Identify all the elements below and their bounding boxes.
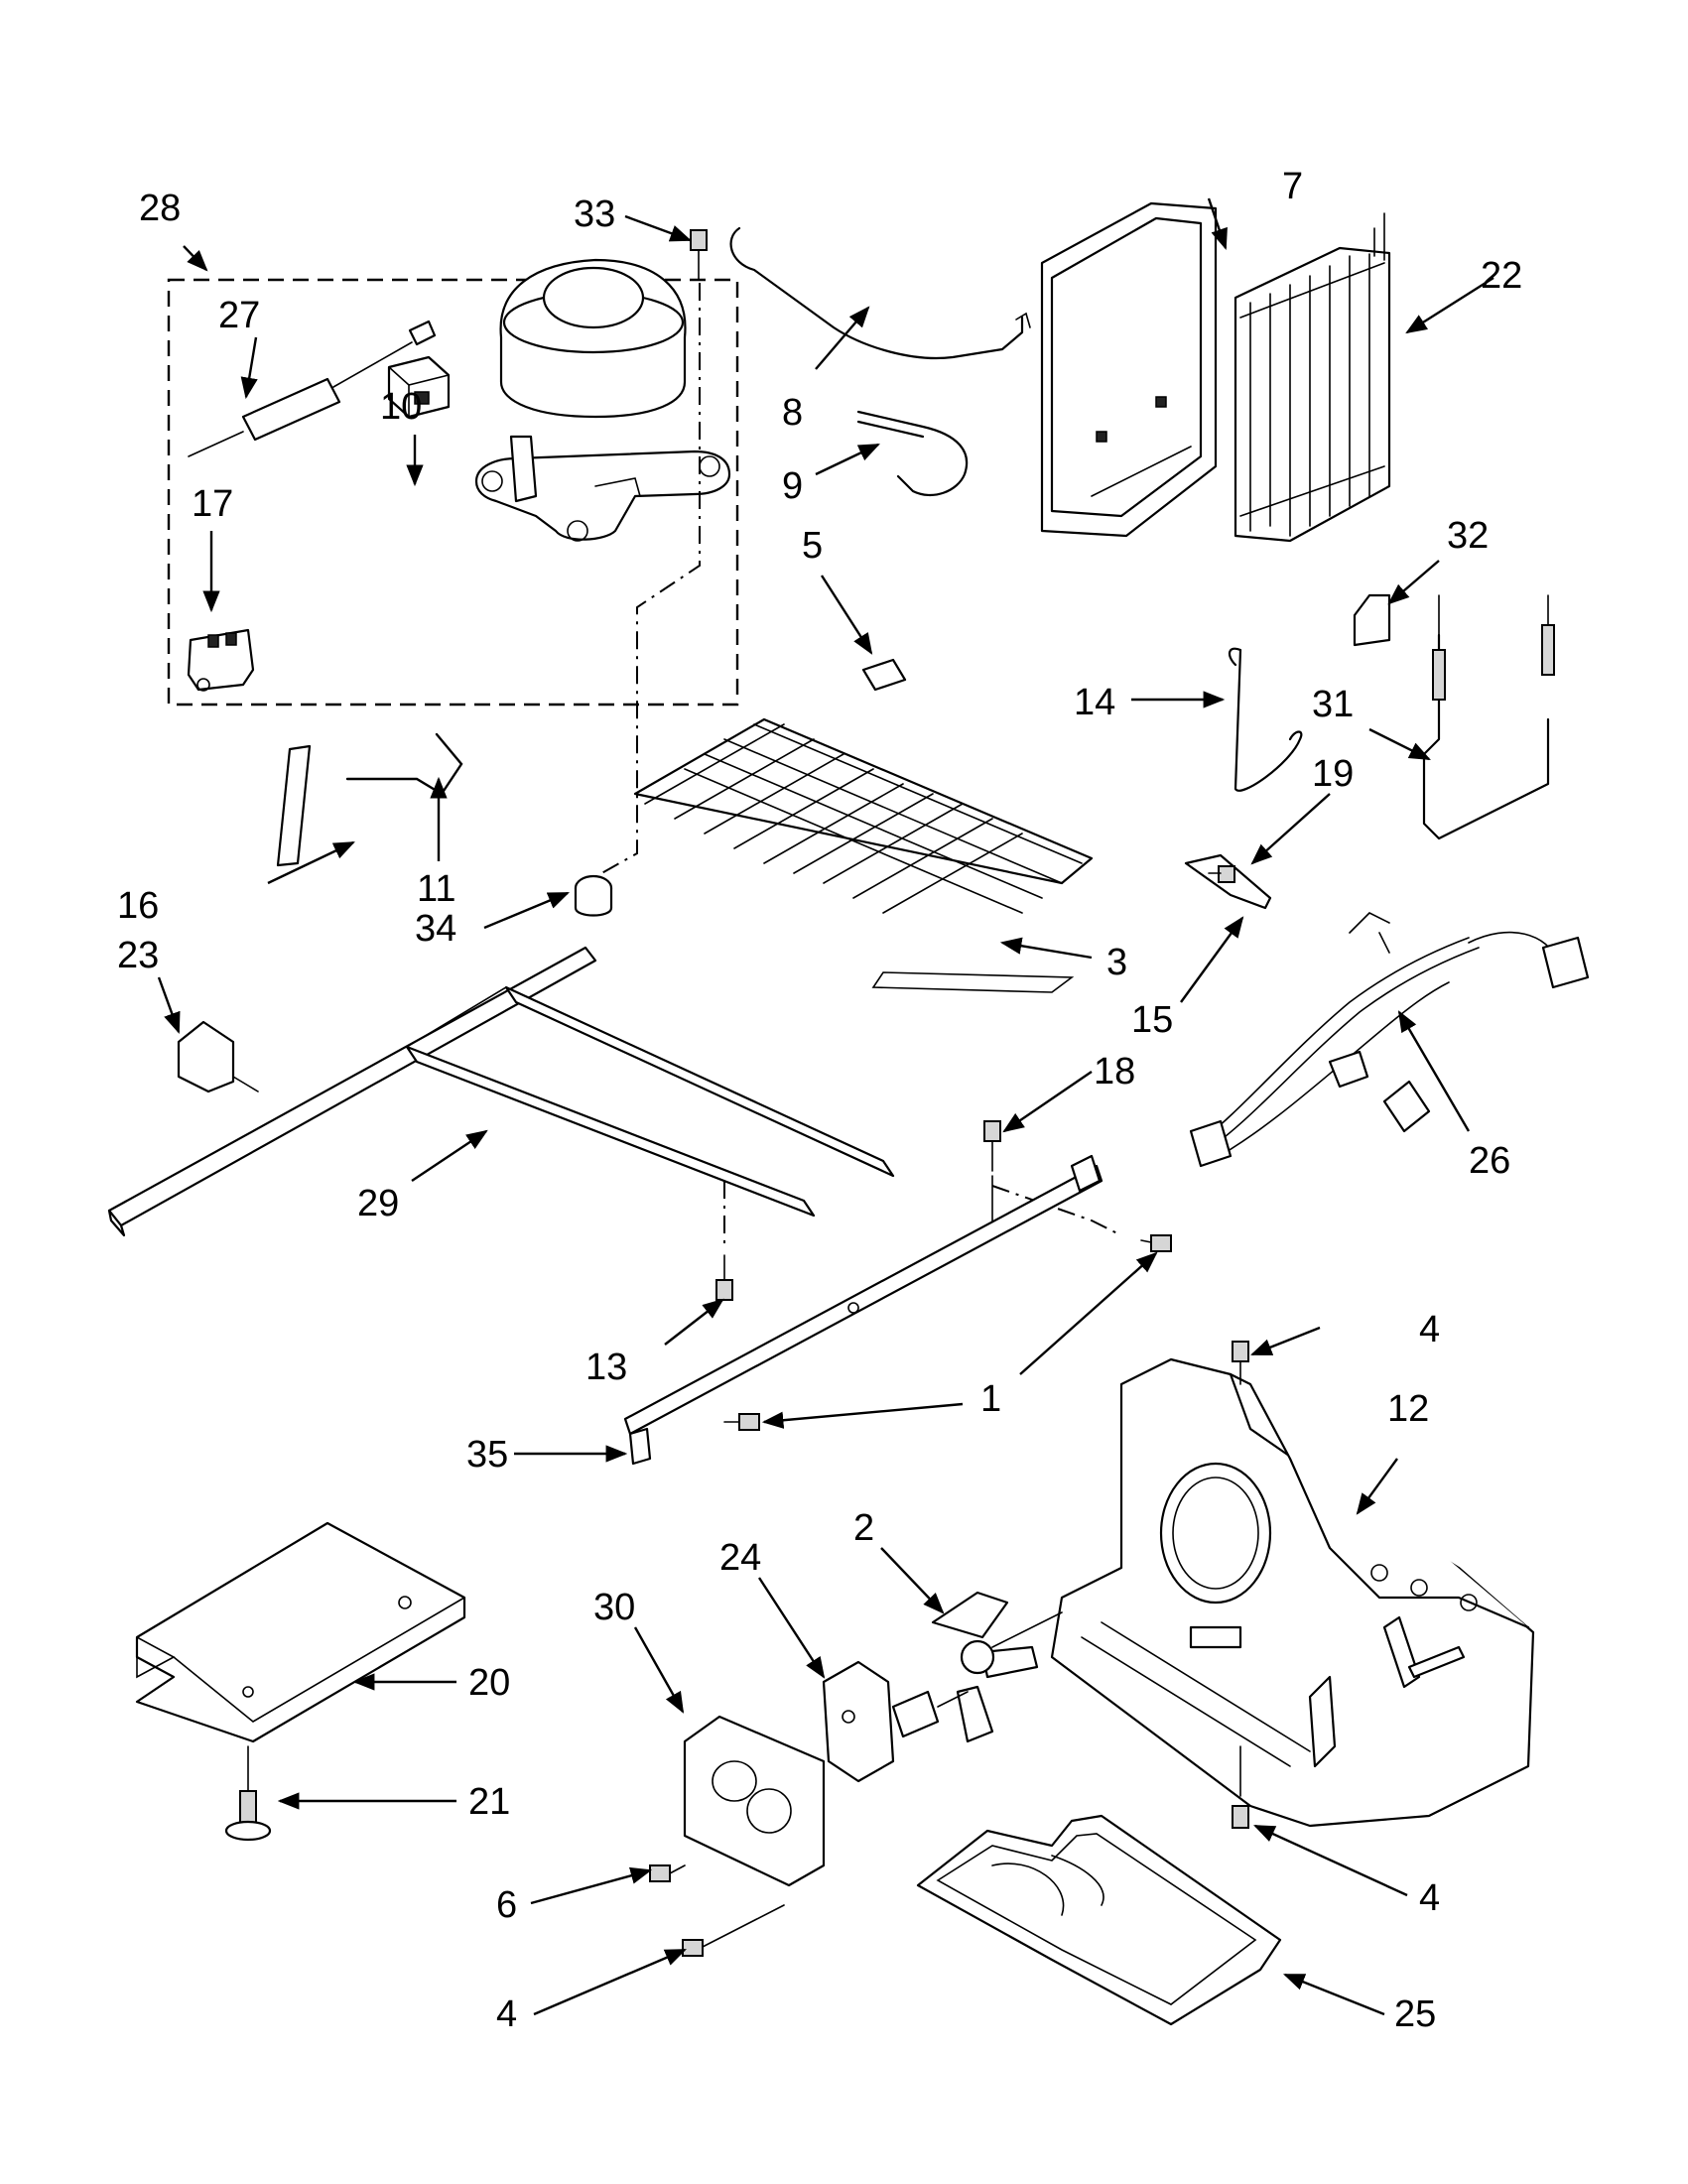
screw-part-4-top <box>1232 1341 1249 1385</box>
frame-rail-part-29 <box>107 946 895 1237</box>
label-25: 25 <box>1394 1993 1436 2035</box>
screw-part-19 <box>1208 865 1235 883</box>
motor-bracket-part-30 <box>683 1715 826 1887</box>
label-11: 11 <box>417 868 455 910</box>
condenser-coil-part <box>633 717 1094 993</box>
label-16: 16 <box>117 885 159 927</box>
grommet-part-34 <box>574 874 613 917</box>
label-4-top: 4 <box>1419 1309 1440 1350</box>
tube-part-8 <box>729 226 1024 360</box>
label-6: 6 <box>496 1884 517 1926</box>
label-24: 24 <box>719 1537 761 1579</box>
leader-lines <box>157 197 1494 2016</box>
label-23: 23 <box>117 935 159 976</box>
tube-part-9 <box>856 410 969 496</box>
label-34: 34 <box>415 908 456 950</box>
label-9: 9 <box>782 465 803 507</box>
label-1: 1 <box>980 1378 1001 1420</box>
evaporator-coil-part <box>1234 212 1391 543</box>
relay-cover-part <box>387 355 451 419</box>
screw-part-1 <box>1140 1234 1172 1252</box>
clip-part-23 <box>177 1020 235 1093</box>
screw-part-4-left <box>682 1904 785 1957</box>
overload-part <box>187 628 255 692</box>
clip-part-11 <box>345 732 463 796</box>
label-21: 21 <box>468 1781 510 1823</box>
screw-part-6 <box>649 1864 686 1882</box>
label-14: 14 <box>1074 682 1115 723</box>
label-2: 2 <box>853 1507 874 1549</box>
label-30: 30 <box>593 1587 635 1628</box>
compressor-kit-box <box>167 278 739 707</box>
label-8: 8 <box>782 392 803 434</box>
screw-part-4-bottom-right <box>1232 1745 1249 1829</box>
label-32: 32 <box>1447 515 1489 557</box>
access-panel-part-20 <box>135 1521 466 1743</box>
label-13: 13 <box>585 1347 627 1388</box>
screw-part-35-side <box>723 1413 760 1431</box>
fan-blade-part-2 <box>931 1591 1063 1743</box>
label-26: 26 <box>1469 1140 1510 1182</box>
label-35: 35 <box>466 1434 508 1476</box>
clip-part-32 <box>1353 593 1391 647</box>
fan-shroud-part-12 <box>1050 1357 1535 1828</box>
drier-filter-part <box>188 320 437 457</box>
fan-motor-part-24 <box>822 1660 969 1783</box>
clip-part-5 <box>861 658 907 692</box>
label-10: 10 <box>380 386 422 428</box>
label-29: 29 <box>357 1183 399 1224</box>
screw-part-33 <box>690 229 708 281</box>
label-4-right: 4 <box>1419 1877 1440 1919</box>
label-12: 12 <box>1387 1388 1429 1430</box>
foot-part-21 <box>224 1745 272 1842</box>
label-17: 17 <box>192 483 233 525</box>
wire-harness-part <box>1189 912 1590 1168</box>
drain-pan-part-25 <box>916 1814 1282 2026</box>
label-27: 27 <box>218 295 260 336</box>
compressor-part <box>474 258 731 542</box>
label-28: 28 <box>139 188 181 229</box>
crossbar-part-1 <box>623 1154 1104 1466</box>
label-4-left: 4 <box>496 1993 517 2035</box>
hose-part-16 <box>276 744 312 867</box>
screw-part-13 <box>715 1254 733 1301</box>
bracket-part-14 <box>1228 647 1303 792</box>
label-20: 20 <box>468 1662 510 1704</box>
evaporator-cover-part <box>1040 201 1218 538</box>
label-33: 33 <box>574 193 615 235</box>
screw-part-18 <box>983 1120 1001 1226</box>
label-15: 15 <box>1131 999 1173 1041</box>
label-31: 31 <box>1312 684 1354 725</box>
label-22: 22 <box>1481 255 1522 297</box>
compressor-mount-line <box>586 283 701 882</box>
label-7: 7 <box>1282 166 1303 207</box>
tube-part-31 <box>1422 594 1555 840</box>
callout-labels: 28 27 10 17 33 7 22 8 9 5 32 14 31 19 15… <box>117 166 1522 2035</box>
label-3: 3 <box>1106 942 1127 983</box>
label-18: 18 <box>1094 1051 1135 1092</box>
rail-mount-line <box>723 1181 1122 1245</box>
label-19: 19 <box>1312 753 1354 795</box>
label-5: 5 <box>802 525 823 567</box>
